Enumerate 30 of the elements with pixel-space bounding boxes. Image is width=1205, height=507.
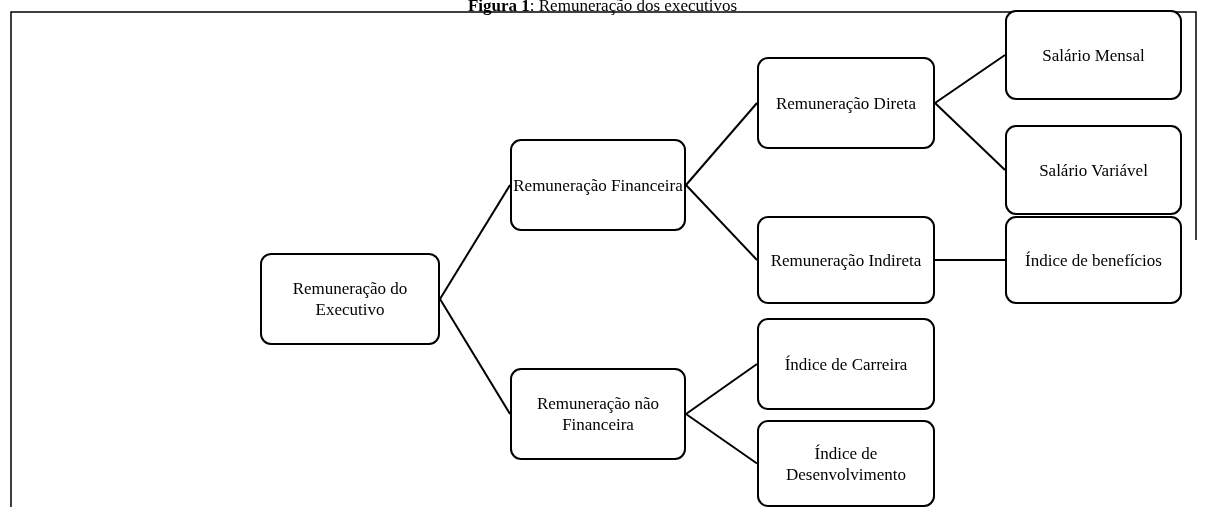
connector-line	[685, 363, 758, 415]
box-label: Remuneração Indireta	[770, 249, 922, 271]
connector-line	[934, 54, 1006, 104]
box-label: Remuneração Financeira	[513, 174, 683, 196]
rounded-box	[510, 368, 686, 460]
box-label: Remuneração não Financeira	[535, 393, 661, 435]
rounded-box	[1005, 216, 1182, 304]
rounded-box	[1005, 125, 1182, 215]
box-label: Índice de Carreira	[784, 353, 908, 375]
connector-line	[685, 413, 758, 465]
box-label: Índice de Desenvolvimento	[785, 442, 907, 485]
connector-line	[685, 184, 758, 261]
rounded-box	[510, 139, 686, 231]
rounded-box	[1005, 10, 1182, 100]
connector-line	[934, 102, 1006, 171]
rounded-box	[757, 420, 935, 507]
rounded-box	[757, 57, 935, 149]
rounded-box	[260, 253, 440, 345]
connector-line	[439, 298, 511, 415]
box-label: Remuneração Direta	[775, 92, 917, 114]
rounded-box	[757, 216, 935, 304]
box-label: Salário Variável	[1039, 159, 1148, 181]
box-label: Remuneração do Executivo	[291, 278, 409, 320]
connector-line	[685, 102, 758, 186]
box-label: Índice de benefícios	[1025, 249, 1162, 271]
box-label: Salário Mensal	[1042, 44, 1145, 66]
connector-line	[439, 184, 511, 300]
connector-line	[934, 259, 1006, 261]
rounded-box	[757, 318, 935, 410]
figure-title: Figura 1: Remuneração dos executivos	[466, 0, 739, 14]
